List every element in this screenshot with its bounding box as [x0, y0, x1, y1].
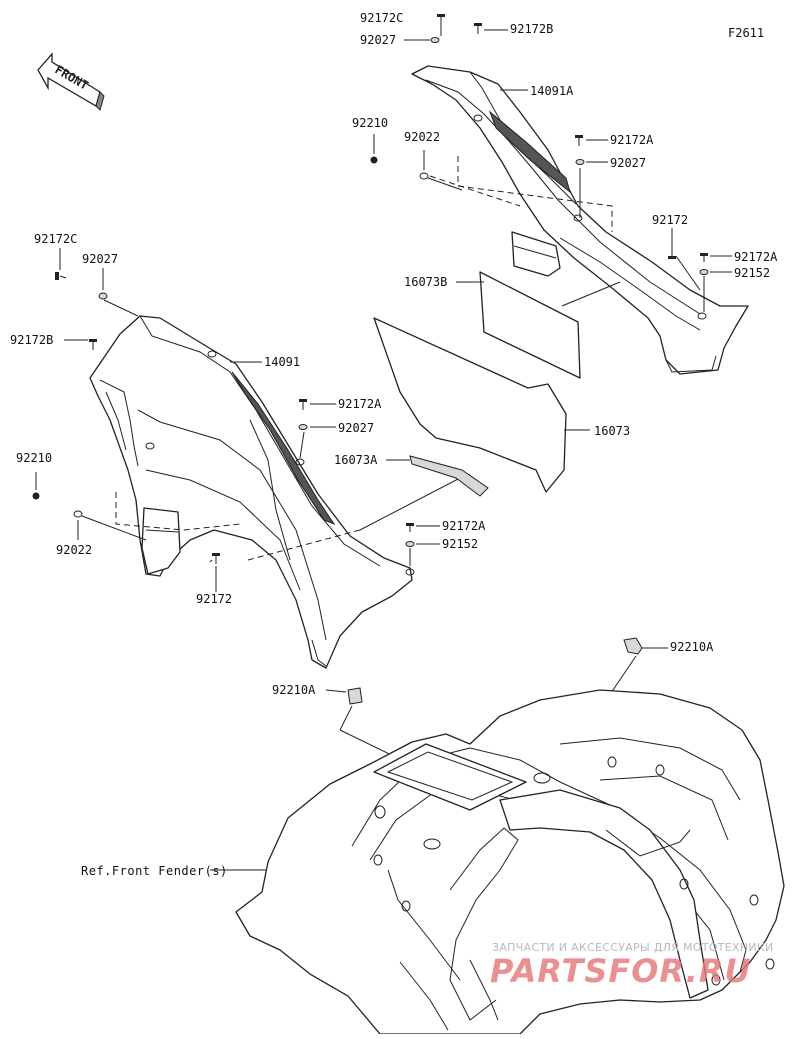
nut-icon — [405, 541, 415, 547]
guard-left — [89, 315, 461, 669]
callout-16073: 16073 — [594, 424, 631, 438]
callout-92210A-right: 92210A — [670, 640, 714, 654]
callout-92172A-right1: 92172A — [610, 133, 654, 147]
callout-92022-top: 92022 — [404, 130, 441, 144]
front-arrow-icon: FRONT — [37, 52, 105, 111]
mat-16073 — [373, 317, 567, 493]
clip-icon — [32, 492, 40, 500]
callout-92172-left: 92172 — [196, 592, 233, 606]
callout-92172A-mid: 92172A — [338, 397, 382, 411]
callout-92172-right: 92172 — [652, 213, 689, 227]
screw-icon — [89, 339, 97, 350]
callout-16073A: 16073A — [334, 453, 378, 467]
clip-icon — [623, 637, 643, 655]
screw-icon — [575, 135, 583, 146]
figure-code: F2611 — [728, 26, 765, 40]
callout-92027-top: 92027 — [360, 33, 397, 47]
callout-92027-mid: 92027 — [338, 421, 375, 435]
watermark-text: ЗАПЧАСТИ И АКСЕССУАРЫ ДЛЯ МОТОТЕХНИКИ — [492, 941, 774, 954]
screw-icon — [299, 399, 307, 410]
clip-icon — [370, 156, 378, 164]
washer-icon — [575, 159, 585, 165]
screw-icon — [406, 523, 414, 532]
strip-16073A — [409, 455, 489, 497]
callout-92172A-low: 92172A — [442, 519, 486, 533]
callout-92210A-left: 92210A — [272, 683, 316, 697]
screw-icon — [55, 272, 67, 280]
callout-92152-right: 92152 — [734, 266, 771, 280]
guard-upper-right — [411, 65, 749, 375]
nut-icon — [699, 269, 709, 275]
clip-icon — [347, 687, 363, 705]
watermark-logo: PARTSFOR.RU — [490, 952, 752, 990]
callout-92152-low: 92152 — [442, 537, 479, 551]
callout-92027-left: 92027 — [82, 252, 119, 266]
washer-icon — [298, 424, 308, 430]
callout-16073B: 16073B — [404, 275, 448, 289]
callout-92022-left: 92022 — [56, 543, 93, 557]
fasteners — [32, 14, 709, 705]
screw-icon — [474, 23, 482, 34]
callout-14091A: 14091A — [530, 84, 574, 98]
washer-icon — [430, 37, 440, 43]
callout-92210-top: 92210 — [352, 116, 389, 130]
callout-92172C-top: 92172C — [360, 11, 404, 25]
washer-icon — [419, 172, 429, 180]
callout-14091: 14091 — [264, 355, 301, 369]
callout-92027-right1: 92027 — [610, 156, 647, 170]
callout-92172B-left: 92172B — [10, 333, 54, 347]
screw-icon — [212, 553, 220, 564]
screw-icon — [437, 14, 445, 24]
callout-92172C-left: 92172C — [34, 232, 78, 246]
callout-92172A-right2: 92172A — [734, 250, 778, 264]
screw-icon — [700, 253, 708, 262]
callout-92172B-top: 92172B — [510, 22, 554, 36]
washer-icon — [73, 510, 83, 518]
callout-92210-left: 92210 — [16, 451, 53, 465]
screw-icon — [668, 248, 676, 259]
reference-label: Ref.Front Fender(s) — [81, 864, 228, 878]
mat-16073B — [479, 271, 581, 379]
washer-icon — [98, 292, 108, 300]
